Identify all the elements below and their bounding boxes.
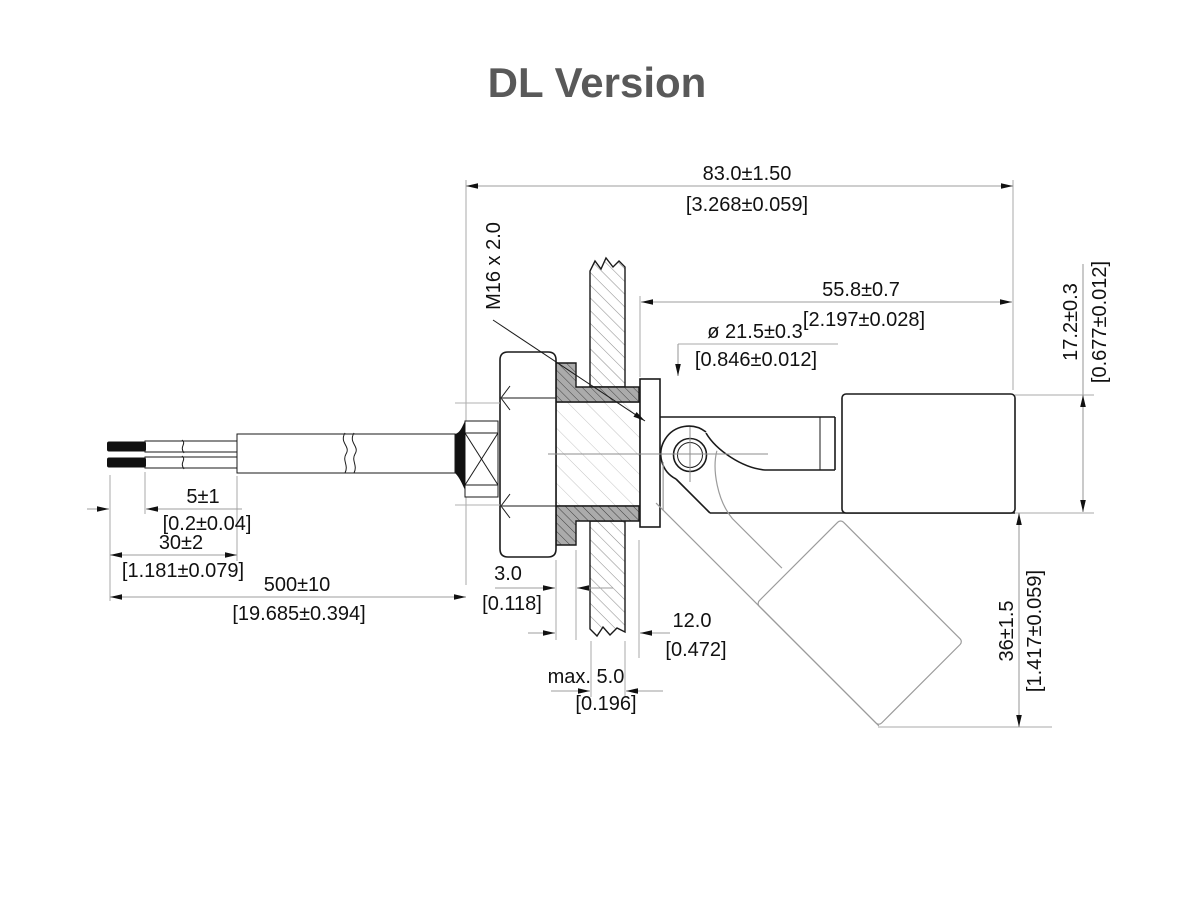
hex-body	[499, 351, 557, 558]
dim-flange-in: [0.846±0.012]	[695, 349, 817, 371]
dim-protrusion-mm: 12.0	[673, 610, 712, 632]
mounting-panel	[589, 256, 626, 638]
dim-body-mm: 55.8±0.7	[822, 279, 900, 301]
dim-gasket-thickness: 3.0 [0.118]	[482, 563, 613, 615]
page-title: DL Version	[488, 59, 707, 106]
cable-gland-rear	[455, 402, 500, 506]
dim-cable-length-in: [19.685±0.394]	[232, 603, 365, 625]
dim-thread-protrusion: 12.0 [0.472]	[528, 610, 727, 661]
dim-body-length: 55.8±0.7 [2.197±0.028]	[641, 279, 1012, 331]
dim-body-in: [2.197±0.028]	[803, 309, 925, 331]
dim-jacket-strip-mm: 30±2	[159, 532, 203, 554]
dim-cable-length-mm: 500±10	[264, 574, 331, 596]
float-tilted-phantom	[655, 450, 962, 727]
dim-gasket-mm: 3.0	[494, 563, 522, 585]
dim-cable-length: 500±10 [19.685±0.394]	[110, 574, 466, 625]
dim-panel-in: [0.196]	[575, 693, 636, 715]
float-body	[841, 393, 1016, 514]
dim-float-travel: 36±1.5 [1.417±0.059]	[996, 513, 1046, 727]
wire-tip-top	[107, 441, 146, 452]
dim-float-height-mm: 17.2±0.3	[1060, 283, 1082, 361]
dim-flange-mm: ø 21.5±0.3	[707, 321, 802, 343]
dim-float-travel-in: [1.417±0.059]	[1024, 570, 1046, 692]
extension-lines	[109, 180, 1094, 728]
dim-float-height-in: [0.677±0.012]	[1089, 261, 1111, 383]
cable-wires	[107, 439, 238, 470]
dim-overall-length: 83.0±1.50 [3.268±0.059]	[466, 163, 1013, 216]
dim-jacket-strip: 30±2 [1.181±0.079]	[110, 532, 244, 582]
dim-wire-strip-mm: 5±1	[186, 486, 219, 508]
dim-float-height: 17.2±0.3 [0.677±0.012]	[1060, 261, 1111, 512]
dim-wire-strip-in: [0.2±0.04]	[163, 513, 252, 535]
dim-overall-in: [3.268±0.059]	[686, 194, 808, 216]
dim-thread-callout: M16 x 2.0	[483, 222, 646, 422]
dim-float-travel-mm: 36±1.5	[996, 600, 1018, 661]
dim-panel-mm: max. 5.0	[548, 666, 625, 688]
dim-flange-diameter: ø 21.5±0.3 [0.846±0.012]	[675, 321, 817, 376]
cable-jacket	[236, 432, 456, 474]
dim-protrusion-in: [0.472]	[665, 639, 726, 661]
switch-geometry	[107, 256, 1016, 727]
strain-relief-cone	[455, 421, 465, 490]
dim-wire-strip: 5±1 [0.2±0.04]	[87, 486, 251, 535]
dim-gasket-in: [0.118]	[482, 593, 542, 615]
wire-tip-bottom	[107, 457, 146, 468]
thread-label: M16 x 2.0	[483, 222, 505, 310]
dim-panel-thickness: max. 5.0 [0.196]	[548, 666, 663, 715]
dim-overall-mm: 83.0±1.50	[703, 163, 792, 185]
dim-jacket-strip-in: [1.181±0.079]	[122, 560, 244, 582]
